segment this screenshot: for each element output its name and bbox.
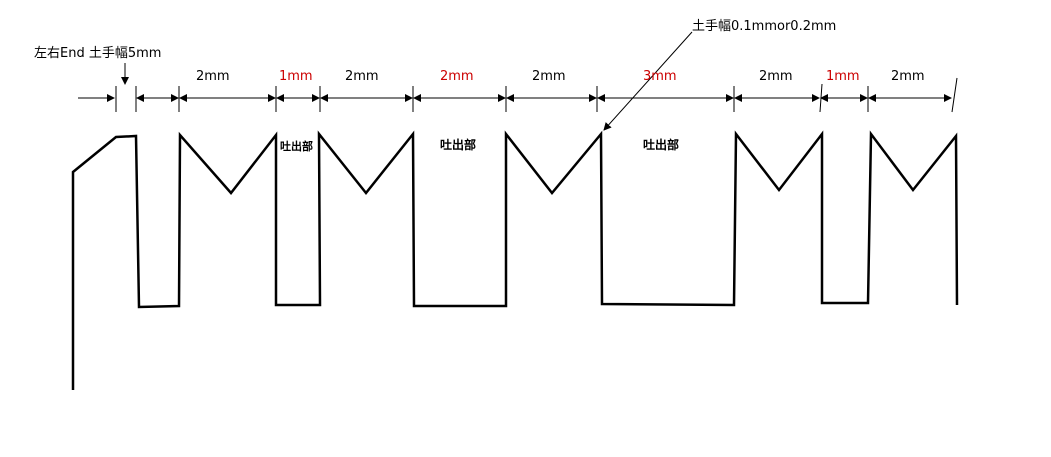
dimension-label: 1mm (279, 69, 313, 84)
dimension-label: 2mm (440, 69, 474, 84)
dimension-label: 3mm (643, 69, 677, 84)
outlet-label: 吐出部 (440, 137, 476, 152)
bank-width-leader-arrow (603, 31, 693, 131)
dimension-label: 1mm (826, 69, 860, 84)
dimension-label: 2mm (345, 69, 379, 84)
dimension-label: 2mm (532, 69, 566, 84)
comb-outline (71, 130, 959, 390)
bank-width-annotation: 土手幅0.1mmor0.2mm (692, 19, 836, 34)
outlet-label: 吐出部 (643, 137, 679, 152)
outlet-label: 吐出部 (280, 139, 313, 153)
dimension-label: 2mm (891, 69, 925, 84)
left-end-annotation: 左右End 土手幅5mm (34, 46, 161, 61)
dimension-label: 2mm (759, 69, 793, 84)
dimension-label: 2mm (196, 69, 230, 84)
